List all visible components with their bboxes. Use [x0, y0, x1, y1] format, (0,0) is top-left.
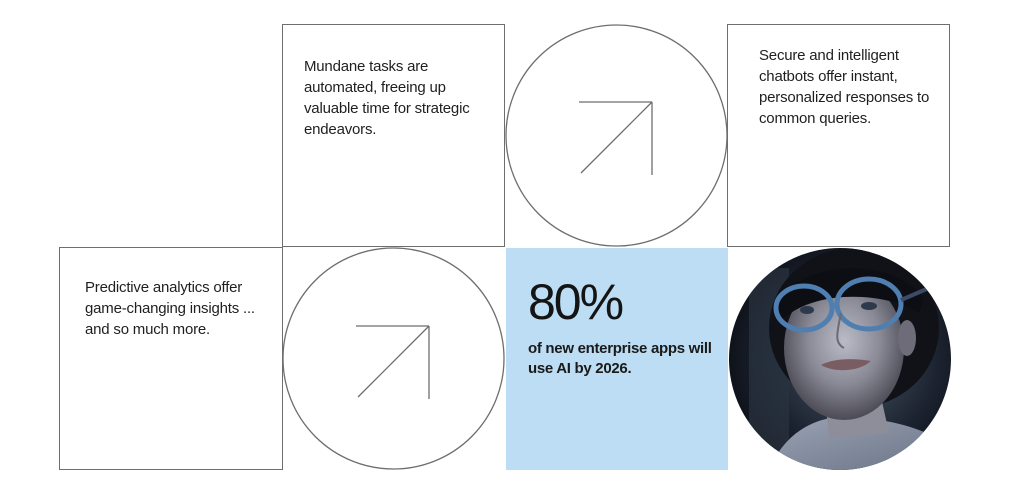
arrow-up-right-icon	[282, 247, 505, 470]
arrow-up-right-icon	[505, 24, 728, 247]
arrow-circle-bottom	[282, 247, 505, 470]
stat-value: 80%	[528, 274, 624, 330]
chatbots-card: Secure and intelligent chatbots offer in…	[727, 24, 950, 247]
stat-description: of new enterprise apps will use AI by 20…	[528, 340, 712, 377]
automation-card-text: Mundane tasks are automated, freeing up …	[304, 58, 470, 138]
portrait-photo	[729, 248, 951, 470]
analytics-card-text: Predictive analytics offer game-changing…	[85, 279, 255, 338]
stat-card: 80% of new enterprise apps will use AI b…	[506, 248, 728, 470]
analytics-card: Predictive analytics offer game-changing…	[59, 247, 283, 470]
arrow-circle-top	[505, 24, 728, 247]
chatbots-card-text: Secure and intelligent chatbots offer in…	[759, 47, 930, 127]
automation-card: Mundane tasks are automated, freeing up …	[282, 24, 505, 247]
portrait-image	[729, 248, 951, 470]
